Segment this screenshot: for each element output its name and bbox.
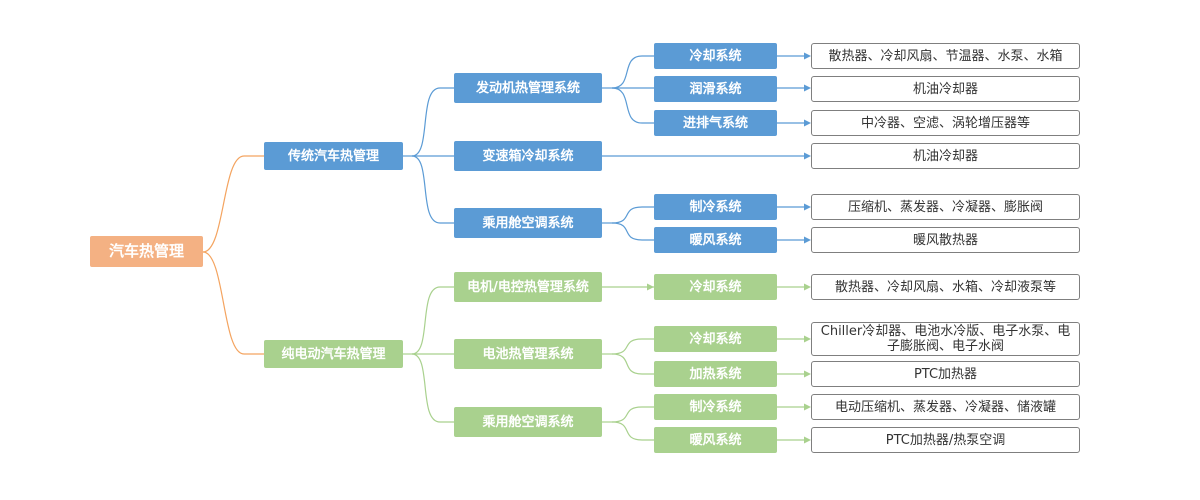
engine-thermal-node: 发动机热管理系统: [454, 73, 602, 103]
intake-exhaust-components: 中冷器、空滤、涡轮增压器等: [811, 110, 1080, 136]
battery-heating-components: PTC加热器: [811, 361, 1080, 387]
traditional-refrigeration-components: 压缩机、蒸发器、冷凝器、膨胀阀: [811, 194, 1080, 220]
motor-cooling-components: 散热器、冷却风扇、水箱、冷却液泵等: [811, 274, 1080, 300]
electric-heating-components: PTC加热器/热泵空调: [811, 427, 1080, 453]
root-node: 汽车热管理: [90, 236, 203, 267]
traditional-arrowheads: [804, 52, 811, 244]
electric-refrigeration-components: 电动压缩机、蒸发器、冷凝器、储液罐: [811, 394, 1080, 420]
battery-cooling-components: Chiller冷却器、电池水冷版、电子水泵、电子膨胀阀、电子水阀: [811, 322, 1080, 356]
root-connectors: [202, 155, 264, 355]
engine-cooling-system-node: 冷却系统: [654, 43, 777, 69]
electric-heating-node: 暖风系统: [654, 427, 777, 453]
traditional-heating-node: 暖风系统: [654, 227, 777, 253]
electric-vehicle-node: 纯电动汽车热管理: [264, 340, 403, 368]
connector-root-traditional: [202, 155, 264, 253]
engine-cooling-components: 散热器、冷却风扇、节温器、水泵、水箱: [811, 43, 1080, 69]
traditional-refrigeration-node: 制冷系统: [654, 194, 777, 220]
transmission-cooling-node: 变速箱冷却系统: [454, 141, 602, 171]
motor-cooling-system-node: 冷却系统: [654, 274, 777, 300]
intake-exhaust-system-node: 进排气系统: [654, 110, 777, 136]
battery-heating-system-node: 加热系统: [654, 361, 777, 387]
traditional-vehicle-node: 传统汽车热管理: [264, 142, 403, 170]
traditional-heating-components: 暖风散热器: [811, 227, 1080, 253]
lubrication-components: 机油冷却器: [811, 76, 1080, 102]
transmission-components: 机油冷却器: [811, 143, 1080, 169]
battery-thermal-node: 电池热管理系统: [454, 339, 602, 369]
lubrication-system-node: 润滑系统: [654, 76, 777, 102]
electric-cabin-ac-node: 乘用舱空调系统: [454, 407, 602, 437]
motor-control-thermal-node: 电机/电控热管理系统: [454, 272, 602, 302]
electric-refrigeration-node: 制冷系统: [654, 394, 777, 420]
battery-cooling-system-node: 冷却系统: [654, 326, 777, 352]
traditional-cabin-ac-node: 乘用舱空调系统: [454, 208, 602, 238]
traditional-connectors: [403, 55, 806, 241]
connector-root-electric: [202, 251, 264, 355]
electric-connectors: [403, 286, 806, 441]
electric-arrowheads: [647, 283, 811, 444]
